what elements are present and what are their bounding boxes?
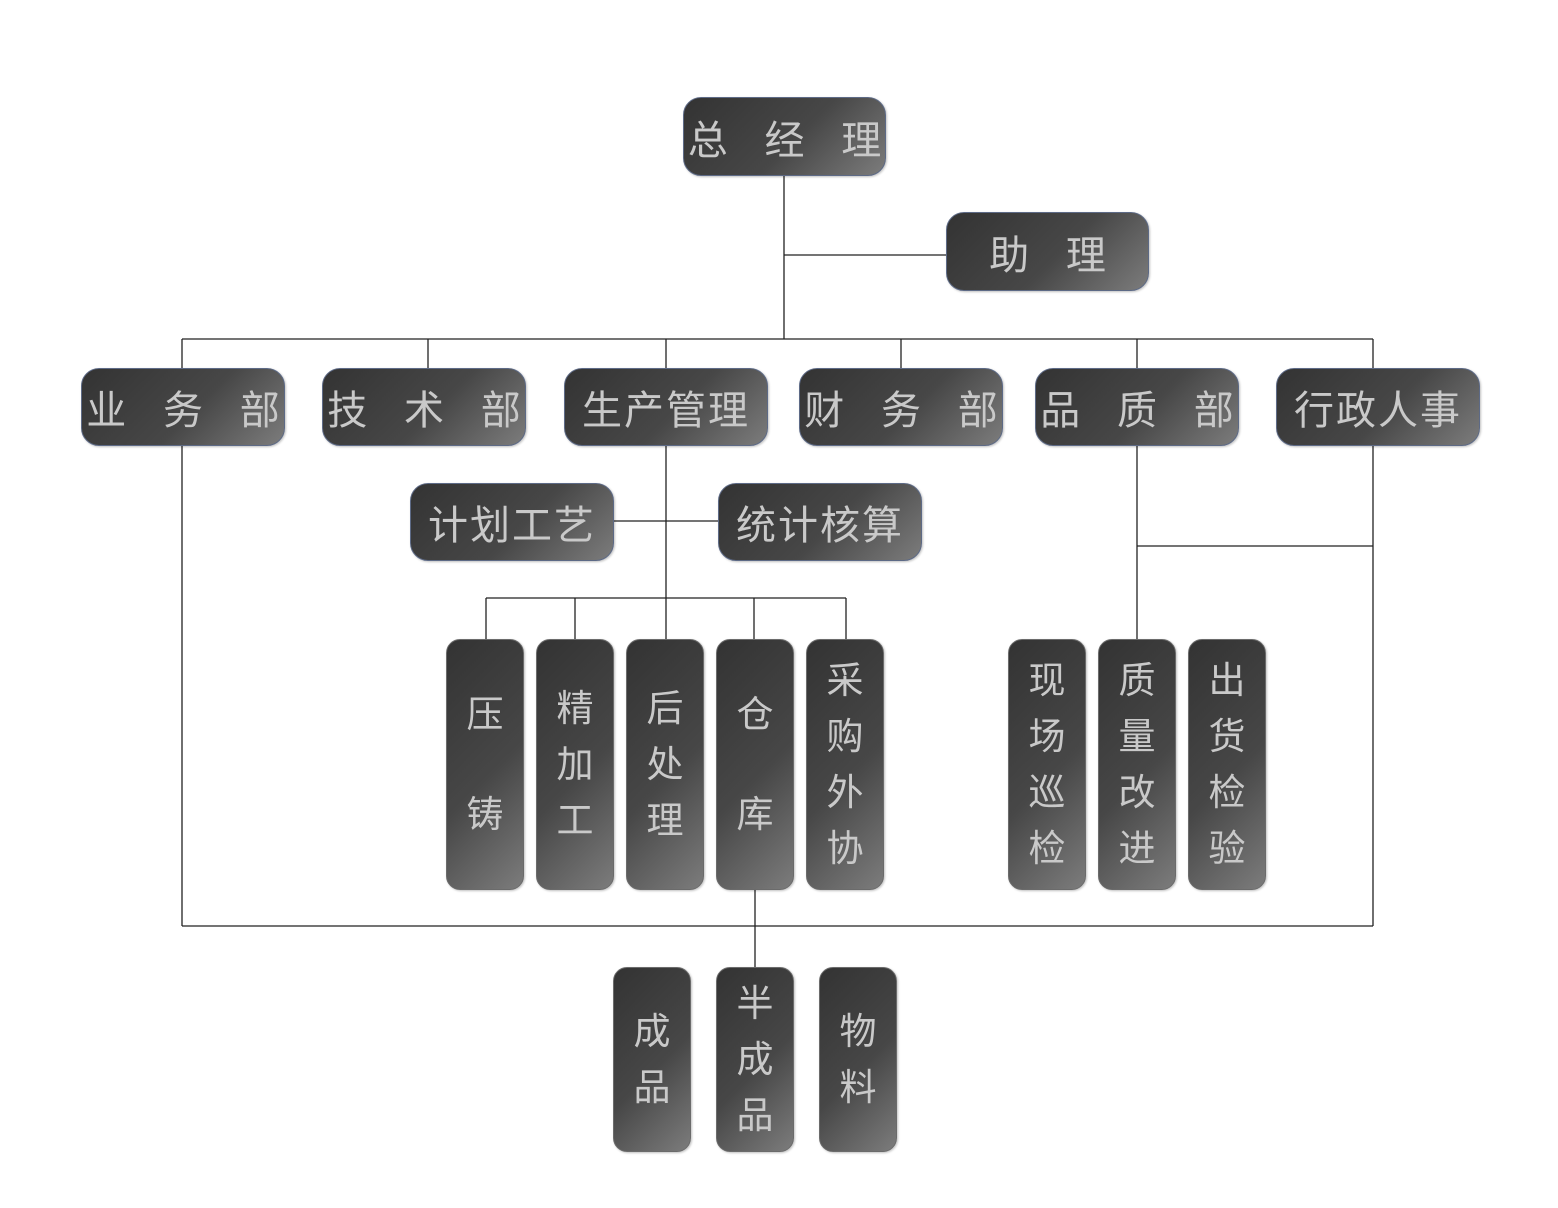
node-dept-finance: 财 务 部 [799, 368, 1003, 446]
node-semi: 半成品 [716, 967, 794, 1152]
node-shipping-label: 出货检验 [1208, 658, 1246, 870]
node-ceo-label: 总 经 理 [687, 117, 894, 164]
node-patrol: 现场巡检 [1008, 639, 1086, 890]
node-accounting: 统计核算 [718, 483, 922, 561]
node-dept-finance-label: 财 务 部 [804, 388, 1010, 434]
node-material-label: 物料 [839, 1009, 877, 1109]
node-finished-label: 成品 [633, 1009, 671, 1109]
node-post-process: 后处理 [626, 639, 704, 890]
node-warehouse-label: 仓库 [736, 692, 774, 836]
node-machining: 精加工 [536, 639, 614, 890]
node-purchasing: 采购外协 [806, 639, 884, 890]
node-shipping: 出货检验 [1188, 639, 1266, 890]
node-assistant: 助 理 [946, 212, 1149, 291]
node-casting: 压铸 [446, 639, 524, 890]
node-material: 物料 [819, 967, 897, 1152]
node-dept-tech: 技 术 部 [322, 368, 526, 446]
node-ceo: 总 经 理 [683, 97, 886, 176]
node-dept-production: 生产管理 [564, 368, 768, 446]
node-dept-admin: 行政人事 [1276, 368, 1480, 446]
node-dept-business-label: 业 务 部 [86, 388, 292, 434]
node-patrol-label: 现场巡检 [1028, 658, 1066, 870]
node-warehouse: 仓库 [716, 639, 794, 890]
node-dept-production-label: 生产管理 [582, 388, 750, 434]
node-machining-label: 精加工 [556, 686, 594, 842]
node-finished: 成品 [613, 967, 691, 1152]
node-dept-admin-label: 行政人事 [1294, 388, 1462, 434]
node-casting-label: 压铸 [466, 692, 504, 836]
node-planning: 计划工艺 [410, 483, 614, 561]
node-dept-business: 业 务 部 [81, 368, 285, 446]
node-post-process-label: 后处理 [646, 686, 684, 842]
node-assistant-label: 助 理 [989, 232, 1118, 279]
node-dept-quality: 品 质 部 [1035, 368, 1239, 446]
node-dept-tech-label: 技 术 部 [327, 388, 533, 434]
node-purchasing-label: 采购外协 [826, 658, 864, 870]
node-dept-quality-label: 品 质 部 [1040, 388, 1246, 434]
node-accounting-label: 统计核算 [736, 503, 904, 549]
node-semi-label: 半成品 [736, 981, 774, 1137]
node-planning-label: 计划工艺 [428, 503, 596, 549]
node-improvement: 质量改进 [1098, 639, 1176, 890]
node-improvement-label: 质量改进 [1118, 658, 1156, 870]
